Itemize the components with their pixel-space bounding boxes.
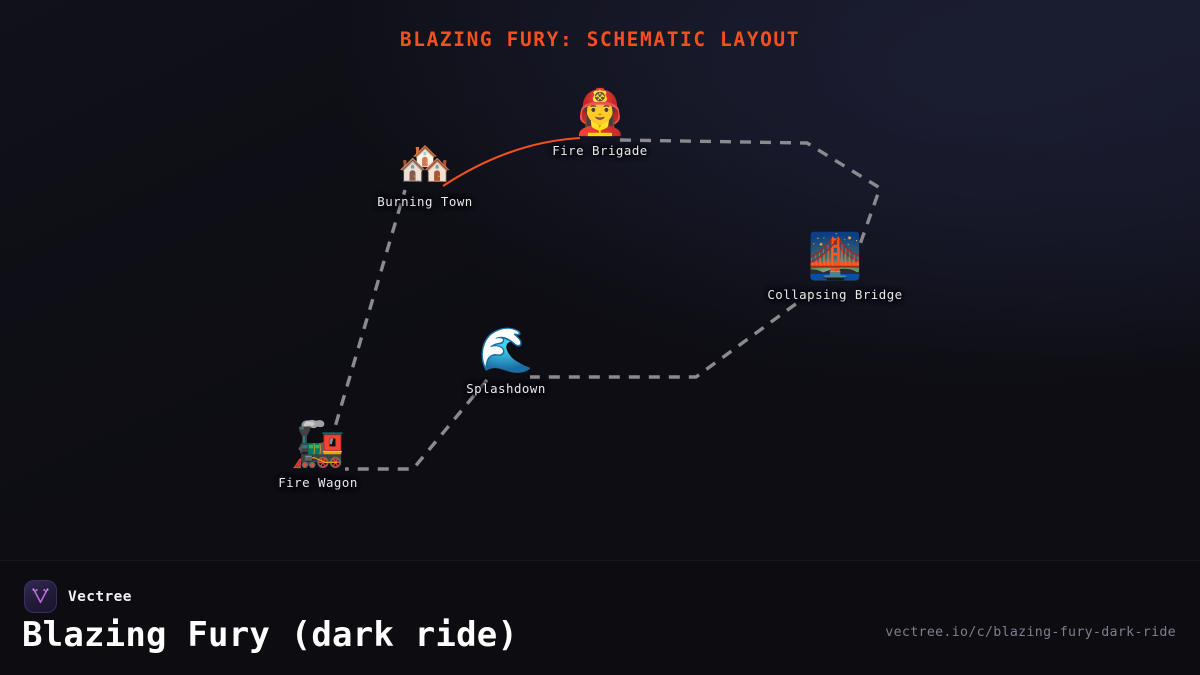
page-title: Blazing Fury (dark ride) [22,615,519,655]
houses-icon: 🏘️ [397,138,453,189]
footer-url: vectree.io/c/blazing-fury-dark-ride [885,625,1176,640]
footer-bar: Vectree Blazing Fury (dark ride) vectree… [0,560,1200,675]
node-fire_brigade[interactable]: 👩‍🚒 Fire Brigade [500,87,700,159]
node-label: Fire Wagon [278,475,358,490]
water-wave-icon: 🌊 [478,325,534,376]
node-collapsing_bridge[interactable]: 🌉 Collapsing Bridge [735,231,935,303]
node-burning_town[interactable]: 🏘️ Burning Town [325,138,525,210]
bridge-at-night-icon: 🌉 [807,231,863,282]
firefighter-icon: 👩‍🚒 [572,87,628,138]
locomotive-icon: 🚂 [290,419,346,470]
node-label: Splashdown [466,381,546,396]
schematic-stage: BLAZING FURY: SCHEMATIC LAYOUT 🏘️ Burning… [218,28,935,491]
node-label: Burning Town [377,194,473,209]
brand-block[interactable]: Vectree [24,580,132,613]
chart-title: BLAZING FURY: SCHEMATIC LAYOUT [399,28,801,51]
brand-name: Vectree [68,588,132,605]
edge-fire_wagon-to-burning_town [328,189,407,445]
node-label: Collapsing Bridge [767,287,903,302]
node-splashdown[interactable]: 🌊 Splashdown [406,325,606,397]
node-label: Fire Brigade [552,143,648,158]
vectree-logo-icon [24,580,57,613]
node-fire_wagon[interactable]: 🚂 Fire Wagon [218,419,418,491]
edge-layer [328,136,882,471]
